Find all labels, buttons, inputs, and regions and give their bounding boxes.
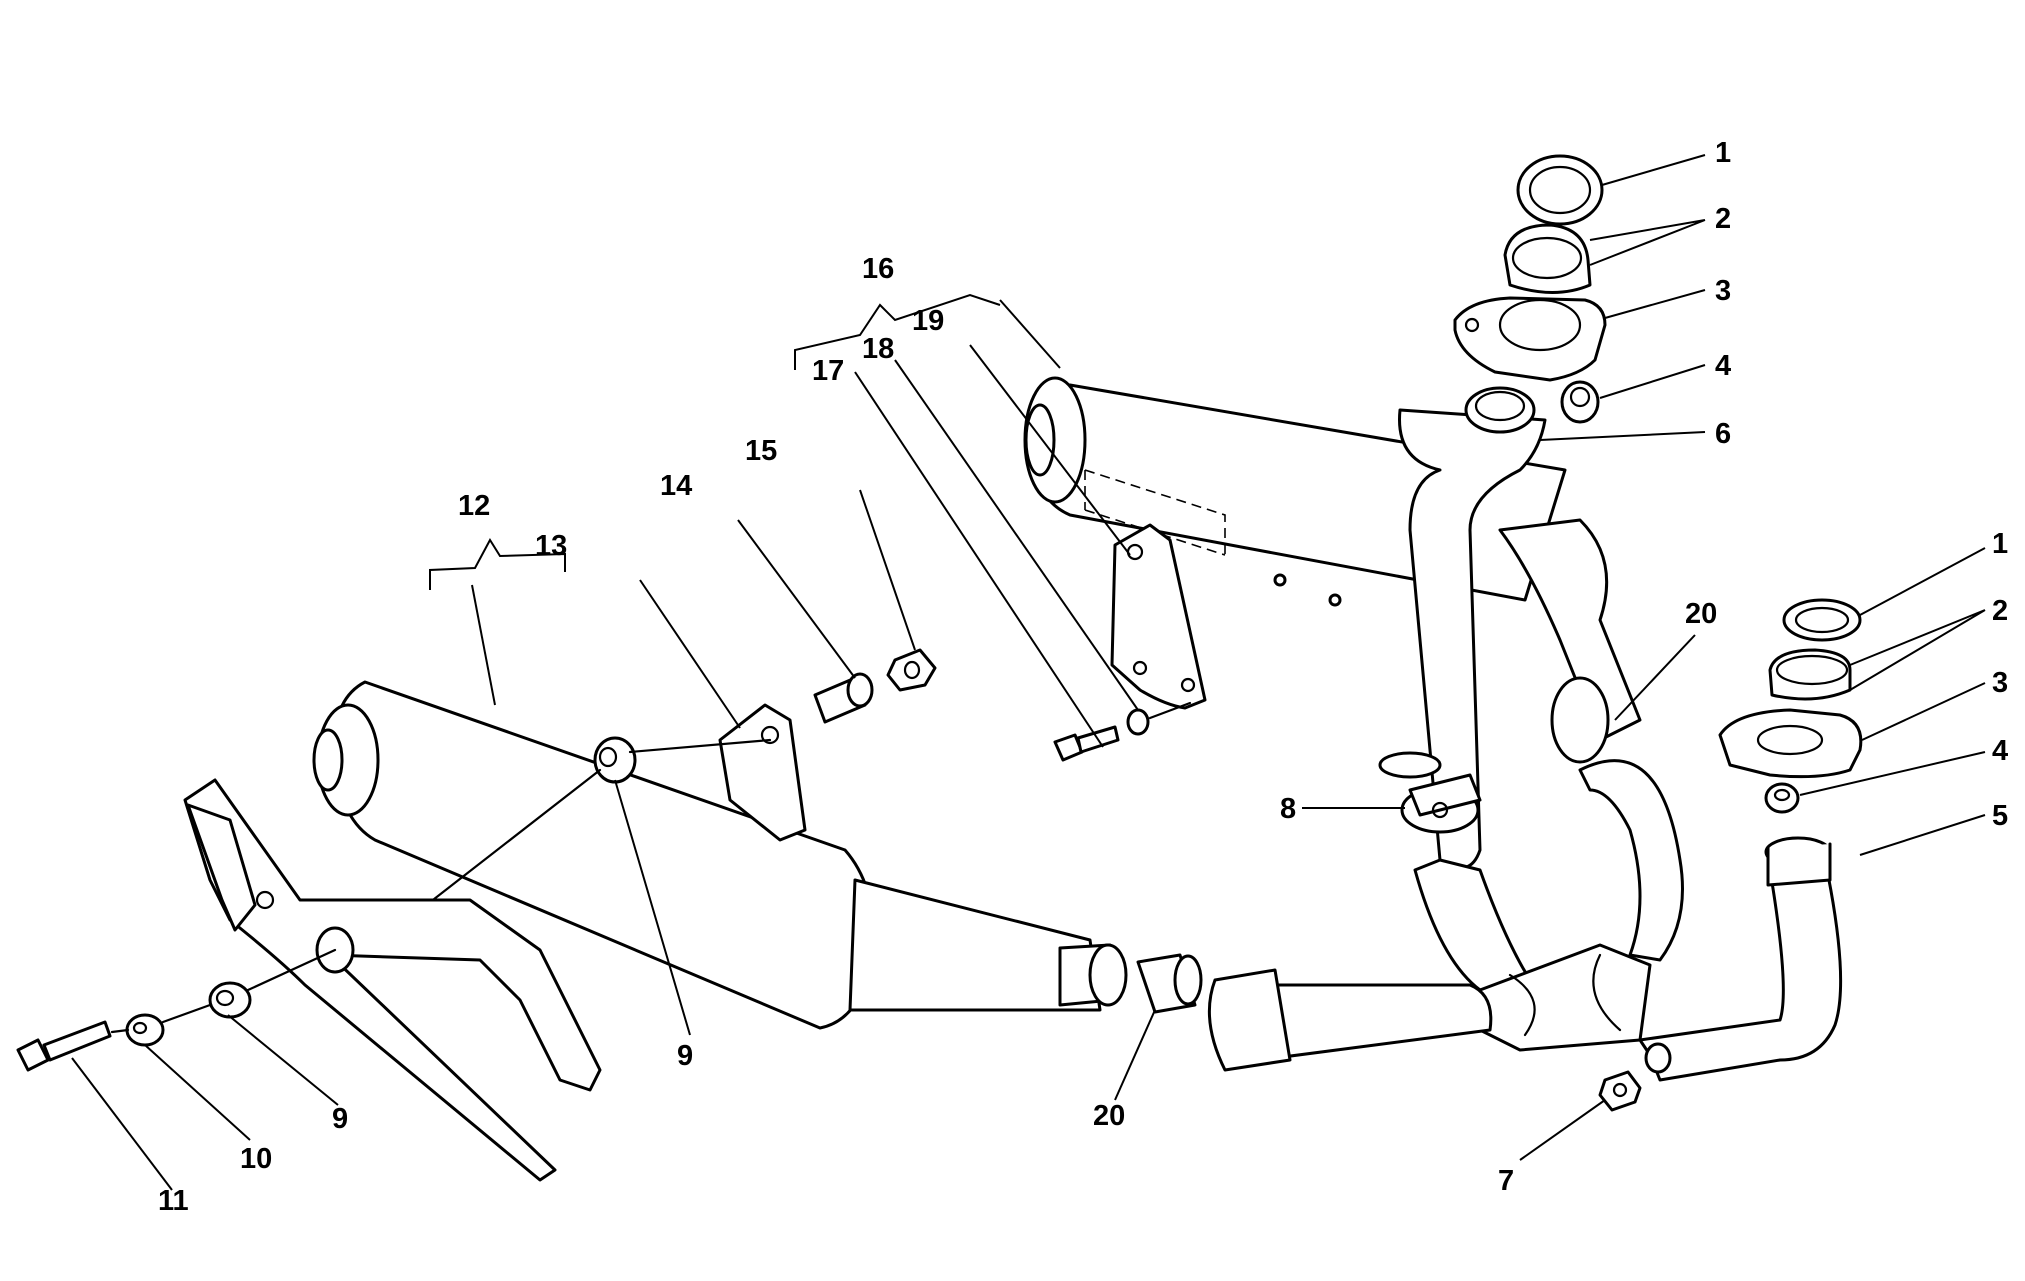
callout-7: 7 [1498,1165,1514,1197]
footpeg-hanger [183,778,602,1182]
front-muffler-bracket [718,703,807,842]
callout-10: 10 [240,1143,272,1175]
callout-2-right: 2 [1992,595,2008,627]
front-muffler [312,680,1128,1030]
header-pipes [1207,386,1843,1082]
callout-20-right: 20 [1685,598,1717,630]
callout-5: 5 [1992,800,2008,832]
bolt-17 [1053,725,1120,762]
leader-lines [71,154,1986,1191]
callout-6: 6 [1715,418,1731,450]
rear-muffler-bracket [1110,523,1207,710]
callout-labels: 1 2 3 4 6 1 2 3 4 5 7 8 9 9 10 11 12 13 … [158,137,2008,1217]
callout-12: 12 [458,490,490,522]
half-rings-2-right [1768,648,1852,701]
callout-4-right: 4 [1992,735,2008,767]
callout-3-right: 3 [1992,667,2008,699]
callout-8: 8 [1280,793,1296,825]
callout-1-upper: 1 [1715,137,1731,169]
bolt-11 [16,1020,112,1072]
callout-17: 17 [812,355,844,387]
clamp-8 [1400,773,1482,834]
flange-3-right [1718,708,1863,779]
plug-7 [1598,1070,1642,1112]
callout-1-right: 1 [1992,528,2008,560]
half-rings-2-upper [1503,223,1592,294]
nut-4-upper [1560,380,1600,424]
nut-15 [886,648,937,692]
grommet-9-upper [593,736,637,784]
callout-15: 15 [745,435,777,467]
washer-10 [125,1013,165,1047]
callout-2-upper: 2 [1715,203,1731,235]
callout-3-upper: 3 [1715,275,1731,307]
gasket-1-upper [1516,154,1604,226]
callout-16: 16 [862,253,894,285]
callout-20-middle: 20 [1093,1100,1125,1132]
callout-19: 19 [912,305,944,337]
spacer-14 [813,672,874,724]
washer-18 [1126,708,1150,736]
callout-14: 14 [660,470,692,502]
callout-9-lower: 9 [332,1103,348,1135]
callout-13: 13 [535,530,567,562]
callout-4-upper: 4 [1715,350,1731,382]
nut-4-right [1764,782,1800,814]
gasket-1-right [1782,598,1862,642]
callout-18: 18 [862,333,894,365]
callout-9-upper: 9 [677,1040,693,1072]
flange-3-upper [1453,296,1607,382]
sleeve-20-middle [1136,953,1203,1014]
grommet-9-lower [208,981,252,1019]
callout-11: 11 [158,1185,189,1217]
